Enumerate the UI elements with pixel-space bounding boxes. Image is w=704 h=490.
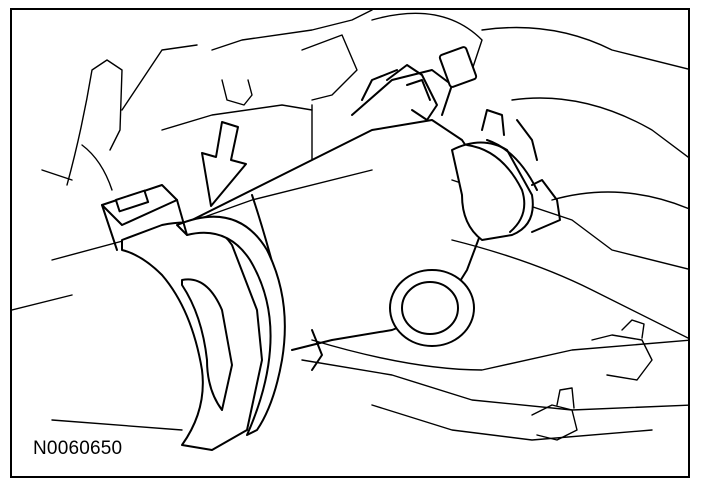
- hose-clamp: [451, 109, 561, 241]
- round-port: [389, 269, 475, 347]
- diagram-frame: N0060650: [10, 8, 690, 478]
- engine-diagram: [12, 10, 688, 451]
- connector-tab: [386, 46, 478, 121]
- strap-bracket: [101, 184, 286, 451]
- figure-id-label: N0060650: [30, 438, 126, 460]
- arrow-down-icon: [201, 121, 247, 207]
- engine-background-outlines: [12, 10, 688, 441]
